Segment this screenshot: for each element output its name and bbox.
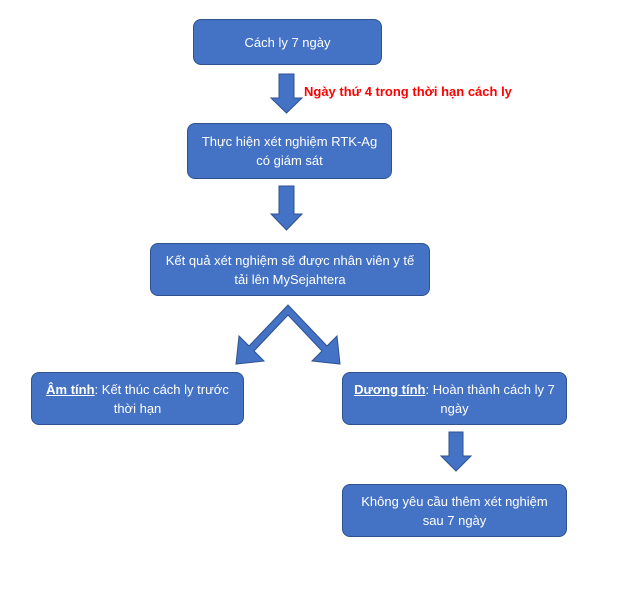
step-quarantine-text: Cách ly 7 ngày <box>244 34 331 50</box>
negative-result-box: Âm tính: Kết thúc cách ly trước thời hạn <box>31 372 244 425</box>
positive-result-label: Dương tính <box>354 381 426 397</box>
step-upload-text: Kết quả xét nghiệm sẽ được nhân viên y t… <box>165 252 415 287</box>
negative-result-text: : Kết thúc cách ly trước thời hạn <box>94 381 229 416</box>
no-more-tests-text: Không yêu cầu thêm xét nghiệm sau 7 ngày <box>361 493 548 528</box>
no-more-tests-box: Không yêu cầu thêm xét nghiệm sau 7 ngày <box>342 484 567 537</box>
day-four-annotation: Ngày thứ 4 trong thời hạn cách ly <box>304 84 512 99</box>
step-upload-box: Kết quả xét nghiệm sẽ được nhân viên y t… <box>150 243 430 296</box>
positive-result-text: : Hoàn thành cách ly 7 ngày <box>425 381 555 416</box>
arrow-test-to-upload <box>269 185 304 231</box>
arrow-branch-chevron <box>235 304 341 365</box>
step-test-text: Thực hiện xét nghiệm RTK-Ag có giám sát <box>201 134 378 168</box>
negative-result-label: Âm tính <box>46 381 95 397</box>
arrow-quarantine-to-test <box>269 73 304 114</box>
arrow-positive-to-final <box>439 431 473 472</box>
positive-result-box: Dương tính: Hoàn thành cách ly 7 ngày <box>342 372 567 425</box>
step-test-box: Thực hiện xét nghiệm RTK-Ag có giám sát <box>187 123 392 179</box>
step-quarantine-box: Cách ly 7 ngày <box>193 19 382 65</box>
